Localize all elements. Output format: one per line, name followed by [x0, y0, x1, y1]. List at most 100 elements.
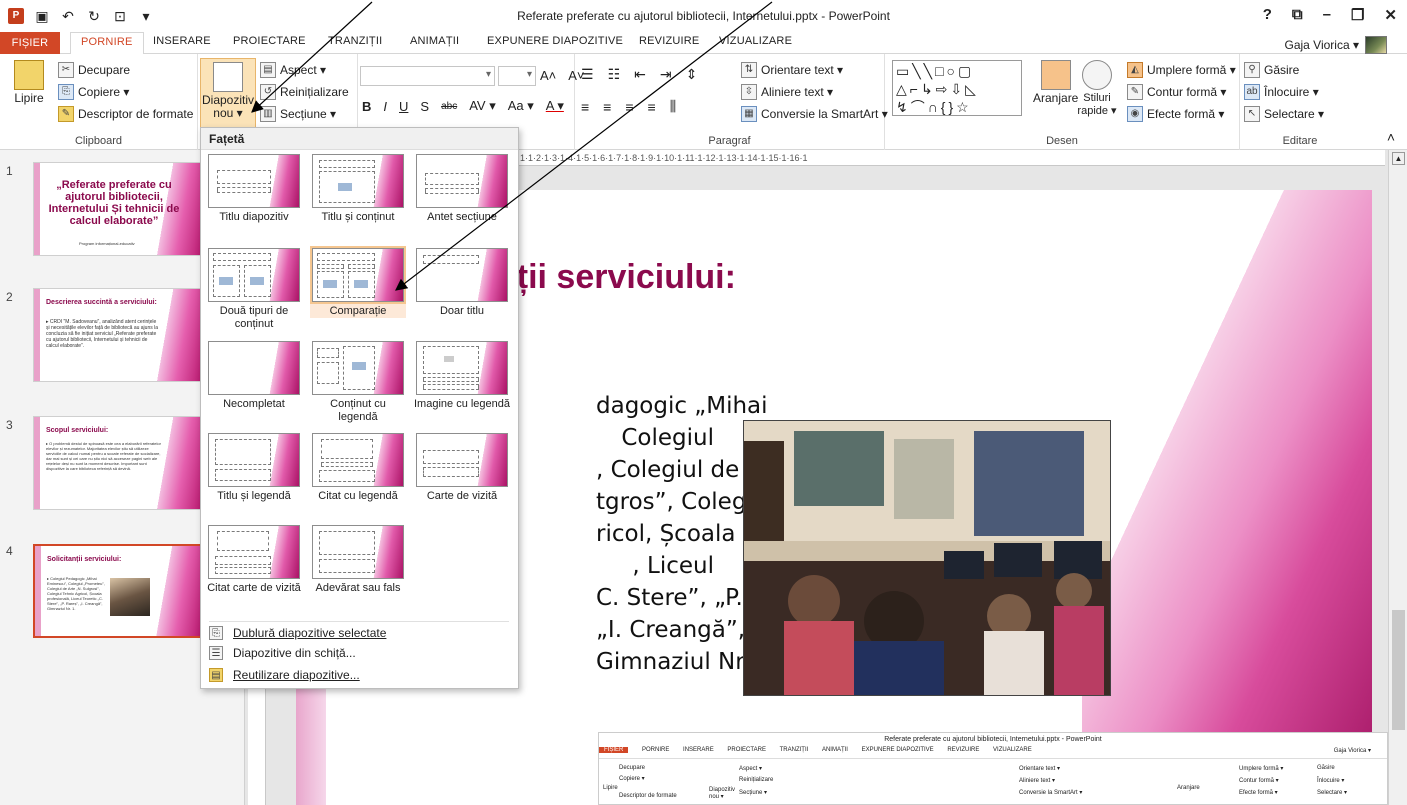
scroll-up-icon[interactable]: ▲	[1392, 152, 1405, 165]
font-color-button[interactable]: A ▾	[545, 98, 564, 113]
slide-thumbnail-2[interactable]: Descrierea succintă a serviciului: ▸ CRD…	[33, 288, 203, 382]
thumb-title: Scopul serviciului:	[46, 427, 109, 434]
slide-thumbnail-1[interactable]: „Referate preferate cu ajutorul bibliote…	[33, 162, 203, 256]
thumb-strip	[34, 417, 40, 509]
find-button[interactable]: ⚲Găsire	[1244, 62, 1299, 78]
align-right-icon[interactable]: ≡	[625, 98, 634, 115]
minimize-button[interactable]: –	[1322, 6, 1331, 23]
slides-from-outline-command[interactable]: ☰Diapozitive din schiță...	[209, 646, 356, 660]
close-button[interactable]: ✕	[1384, 7, 1397, 24]
help-button[interactable]: ?	[1262, 6, 1272, 23]
section-button[interactable]: ▥Secțiune ▾	[260, 106, 336, 122]
restore-button[interactable]: ❐	[1350, 7, 1365, 24]
user-account[interactable]: Gaja Viorica ▾	[1284, 36, 1387, 54]
layout-blank[interactable]: Necompletat	[206, 341, 302, 411]
layout-title-only[interactable]: Doar titlu	[414, 248, 510, 318]
line-spacing-icon[interactable]: ⇕	[685, 66, 698, 82]
slide-number: 2	[6, 290, 13, 304]
justify-icon[interactable]: ≡	[647, 98, 656, 115]
shape-fill-button[interactable]: ◭Umplere formă ▾	[1127, 62, 1236, 78]
decrease-indent-icon[interactable]: ⇤	[634, 66, 646, 82]
tab-design[interactable]: PROIECTARE	[233, 35, 306, 47]
save-icon[interactable]: ▣	[35, 8, 49, 24]
layout-quote-caption[interactable]: Citat cu legendă	[310, 433, 406, 503]
shape-effects-button[interactable]: ◉Efecte formă ▾	[1127, 106, 1224, 122]
bold-button[interactable]: B	[362, 98, 372, 114]
tab-transitions[interactable]: TRANZIȚII	[328, 35, 383, 47]
copy-button[interactable]: ⎘Copiere ▾	[58, 84, 129, 100]
gallery-header: Fațetă	[201, 128, 518, 150]
numbering-icon[interactable]: ☷	[607, 66, 621, 82]
layout-name-card[interactable]: Carte de vizită	[414, 433, 510, 503]
layout-section-header[interactable]: Antet secțiune	[414, 154, 510, 224]
shadow-button[interactable]: S	[420, 98, 430, 114]
char-spacing-button[interactable]: AV ▾	[469, 98, 496, 113]
slide-title[interactable]: nții serviciului:	[496, 258, 736, 296]
layout-picture-caption[interactable]: Imagine cu legendă	[414, 341, 510, 411]
tab-review[interactable]: REVIZUIRE	[639, 35, 700, 47]
slide-thumbnail-4[interactable]: Solicitanții serviciului: ▸ Colegiul Ped…	[33, 544, 203, 638]
align-left-icon[interactable]: ≡	[581, 98, 590, 115]
font-name-combo[interactable]	[360, 66, 495, 86]
layout-title-slide[interactable]: Titlu diapozitiv	[206, 154, 302, 224]
font-size-combo[interactable]	[498, 66, 536, 86]
change-case-button[interactable]: Aa ▾	[507, 98, 534, 113]
slide-thumbnail-3[interactable]: Scopul serviciului: ▸ O problemă destul …	[33, 416, 203, 510]
bullets-icon[interactable]: ☰	[581, 66, 594, 82]
tab-insert[interactable]: INSERARE	[153, 35, 211, 47]
user-name[interactable]: Gaja Viorica ▾	[1284, 38, 1359, 52]
tab-view[interactable]: VIZUALIZARE	[719, 35, 793, 47]
redo-icon[interactable]: ↻	[88, 8, 100, 24]
increase-indent-icon[interactable]: ⇥	[659, 66, 672, 82]
scrollbar-thumb[interactable]	[1392, 610, 1405, 730]
quick-styles-button[interactable]: Stiluri rapide ▾	[1075, 60, 1119, 118]
collapse-ribbon-icon[interactable]: ˄	[1386, 129, 1395, 145]
slide-body-text[interactable]: dagogic „Mihai Colegiul , Colegiul de tg…	[596, 390, 779, 678]
thumb-body: ▸ CRDI "M. Sadoveanu", analizând atent c…	[46, 319, 159, 349]
layout-quote-name-card[interactable]: Citat carte de vizită	[206, 525, 302, 595]
select-button[interactable]: ↖Selectare ▾	[1244, 106, 1324, 122]
grow-font-button[interactable]: A˄	[540, 68, 557, 83]
text-direction-button[interactable]: ⇅Orientare text ▾	[741, 62, 843, 78]
align-center-icon[interactable]: ≡	[603, 98, 612, 115]
shape-outline-button[interactable]: ✎Contur formă ▾	[1127, 84, 1226, 100]
new-slide-button[interactable]: Diapozitiv nou ▾	[200, 58, 256, 128]
cut-button[interactable]: ✂Decupare	[58, 62, 130, 78]
layout-title-and-caption[interactable]: Titlu și legendă	[206, 433, 302, 503]
format-painter-button[interactable]: ✎Descriptor de formate	[58, 106, 193, 122]
underline-button[interactable]: U	[399, 98, 409, 114]
layout-button[interactable]: ▤Aspect ▾	[260, 62, 326, 78]
layout-title-content[interactable]: Titlu și conținut	[310, 154, 406, 224]
layout-content-caption[interactable]: Conținut cu legendă	[310, 341, 406, 424]
mini-arrange: Aranjare	[1177, 785, 1200, 791]
layout-two-content[interactable]: Două tipuri de conținut	[206, 248, 302, 331]
ribbon-display-options-button[interactable]: ⧉	[1291, 6, 1303, 23]
start-from-beginning-icon[interactable]: ⊡	[114, 8, 126, 24]
clipboard-label: Clipboard	[74, 135, 123, 147]
tab-home[interactable]: PORNIRE	[70, 32, 144, 55]
avatar[interactable]	[1365, 36, 1387, 54]
columns-icon[interactable]: ⫼	[669, 98, 677, 114]
tab-slideshow[interactable]: EXPUNERE DIAPOZITIVE	[487, 35, 624, 47]
arrange-button[interactable]: Aranjare	[1033, 60, 1078, 105]
reuse-slides-command[interactable]: ▤Reutilizare diapozitive...	[209, 668, 360, 682]
customize-qat-icon[interactable]: ▾	[142, 8, 150, 24]
strikethrough-button[interactable]: abc	[441, 100, 458, 112]
tab-file[interactable]: FIȘIER	[0, 32, 60, 54]
duplicate-slides-command[interactable]: ⎘Dublură diapozitive selectate	[209, 621, 509, 640]
vertical-scrollbar[interactable]: ▲	[1388, 150, 1407, 805]
paste-button[interactable]: Lipire	[14, 60, 44, 105]
reset-button[interactable]: ↺Reinițializare	[260, 84, 349, 100]
undo-icon[interactable]: ↶	[62, 8, 74, 24]
slide-photo[interactable]	[743, 420, 1111, 696]
tab-animations[interactable]: ANIMAȚII	[410, 35, 460, 47]
align-text-button[interactable]: ⇳Aliniere text ▾	[741, 84, 833, 100]
smartart-button[interactable]: ▦Conversie la SmartArt ▾	[741, 106, 888, 122]
layout-comparison[interactable]: Comparație	[310, 246, 406, 318]
layout-true-false[interactable]: Adevărat sau fals	[310, 525, 406, 595]
italic-button[interactable]: I	[383, 98, 388, 114]
shapes-gallery[interactable]: ▭╲╲□○▢ △⌐↳⇨⇩◺ ↯⌒∩{}☆	[892, 60, 1022, 116]
mini-copy: Copiere ▾	[619, 776, 645, 782]
